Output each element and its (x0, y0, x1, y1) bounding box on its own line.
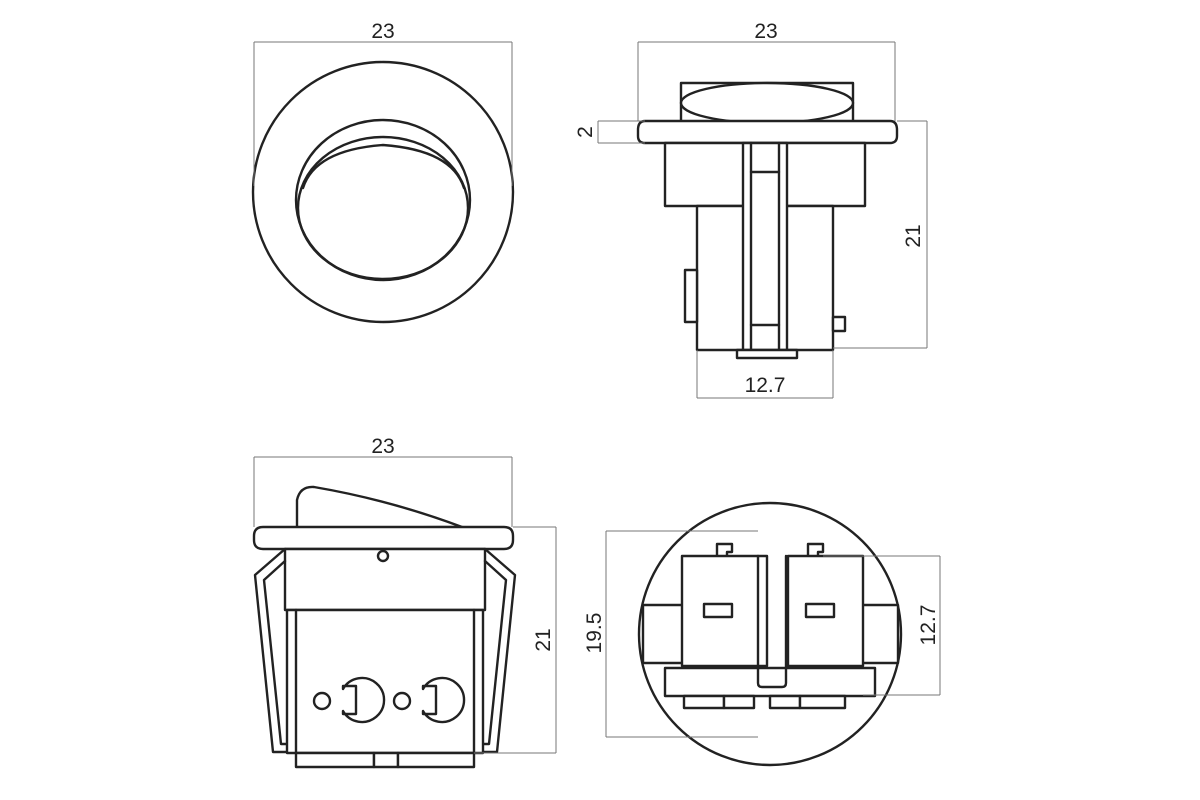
bottom-height-label: 19.5 (583, 613, 606, 654)
rocker-height-label: 21 (532, 628, 555, 651)
front-view: 23 (251, 20, 515, 324)
side-width-dimension: 23 (637, 20, 896, 121)
side-body-label: 12.7 (745, 374, 786, 397)
side-bezel-dimension: 2 (574, 120, 645, 144)
side-body-dimension: 12.7 (696, 350, 834, 399)
bottom-terminal-dimension: 12.7 (823, 555, 941, 696)
rocker-view: 23 21 (252, 435, 557, 769)
side-height-dimension: 21 (833, 120, 928, 349)
side-width-label: 23 (754, 20, 777, 43)
side-height-label: 21 (902, 224, 925, 247)
bottom-height-dimension: 19.5 (583, 530, 758, 738)
bottom-view: 19.5 12.7 (583, 501, 941, 767)
front-width-label: 23 (371, 20, 394, 43)
bottom-terminal-label: 12.7 (917, 605, 940, 646)
side-bezel-label: 2 (574, 126, 597, 138)
rocker-width-label: 23 (371, 435, 394, 458)
front-width-dimension: 23 (253, 20, 513, 186)
rocker-height-dimension: 21 (474, 526, 557, 754)
side-view: 23 2 21 12.7 (574, 20, 928, 399)
rocker-width-dimension: 23 (253, 435, 513, 527)
